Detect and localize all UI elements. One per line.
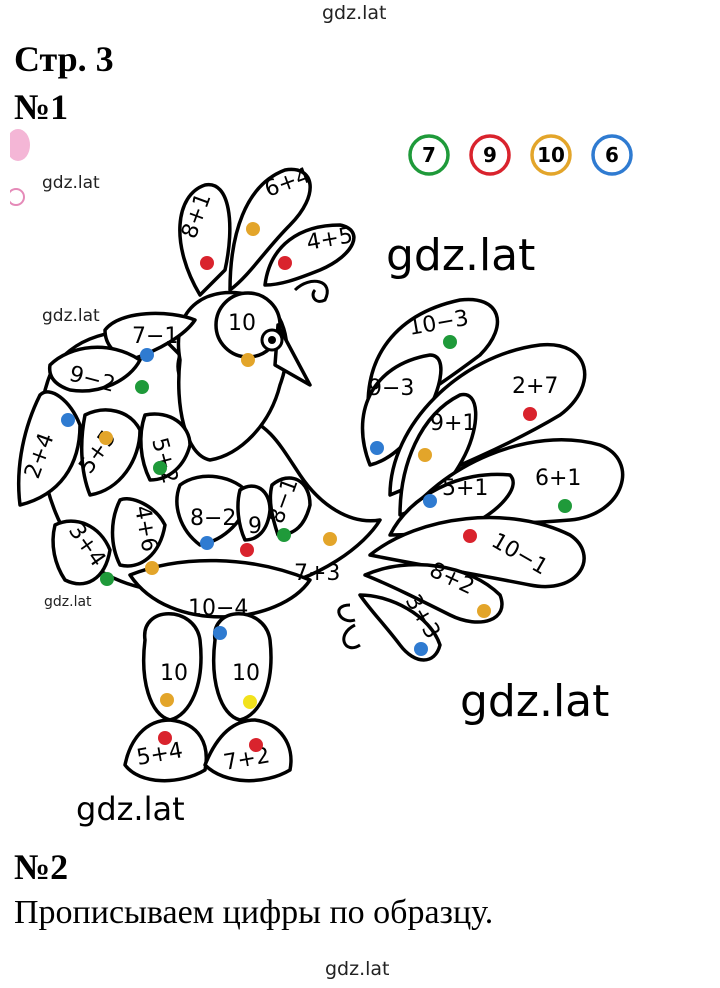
comb-left xyxy=(178,183,232,297)
color-dots xyxy=(61,222,572,752)
label-10-head: 10 xyxy=(228,311,256,336)
watermark-top: gdz.lat xyxy=(322,2,387,24)
dot-9minus3 xyxy=(370,441,384,455)
label-10-leg-left: 10 xyxy=(160,661,188,686)
tail-curl-1 xyxy=(337,603,356,623)
dot-3plus4 xyxy=(100,572,114,586)
legend-circle-10 xyxy=(530,134,572,176)
dot-7minus1 xyxy=(140,348,154,362)
dot-2plus7 xyxy=(523,407,537,421)
task2-number: №2 xyxy=(14,847,69,887)
label-7minus1: 7−1 xyxy=(132,324,178,349)
dot-10minus3 xyxy=(443,335,457,349)
label-7plus3: 7+3 xyxy=(294,561,340,586)
wing-feather-b xyxy=(139,412,192,482)
foot-right xyxy=(203,718,293,783)
wing-feather-d xyxy=(51,519,112,586)
inner-wing-2 xyxy=(236,484,272,542)
dot-10-head xyxy=(241,353,255,367)
label-5plus1: 5+1 xyxy=(442,476,488,501)
dot-5plus1 xyxy=(423,494,437,508)
dot-10-leg-left xyxy=(160,693,174,707)
comb-middle xyxy=(228,167,312,292)
label-10-leg-right: 10 xyxy=(232,661,260,686)
watermark-left-upper: gdz.lat xyxy=(42,173,100,193)
rooster-pupil xyxy=(268,336,276,344)
dot-10minus1 xyxy=(463,529,477,543)
dot-6plus4 xyxy=(246,222,260,236)
dot-10-leg-right xyxy=(243,695,257,709)
dot-4plus6 xyxy=(145,561,159,575)
dot-5plus4 xyxy=(158,731,172,745)
label-2plus7: 2+7 xyxy=(512,374,558,399)
pink-circle-decoration xyxy=(10,188,25,206)
label-6plus1: 6+1 xyxy=(535,466,581,491)
dot-3plus3 xyxy=(414,642,428,656)
dot-9plus1 xyxy=(418,448,432,462)
legend: 7 9 10 6 xyxy=(408,134,633,176)
comb-right xyxy=(263,223,356,287)
wing-mid xyxy=(47,345,142,393)
task2-instruction: Прописываем цифры по образцу. xyxy=(14,894,494,931)
dot-9-wing xyxy=(240,543,254,557)
inner-wing-1 xyxy=(175,474,252,547)
dot-9minus2 xyxy=(135,380,149,394)
wing-feather-c xyxy=(110,497,167,568)
legend-circle-7 xyxy=(408,134,450,176)
page-label: Стр. 3 xyxy=(14,39,114,79)
foot-left xyxy=(123,718,208,783)
dot-5plus2 xyxy=(153,461,167,475)
dot-2plus4 xyxy=(61,413,75,427)
leg-left xyxy=(142,612,203,722)
pink-blob-decoration xyxy=(10,129,30,161)
comb-curl xyxy=(293,279,329,303)
dot-8plus1 xyxy=(200,256,214,270)
label-9-wing: 9 xyxy=(248,514,262,539)
legend-value-7: 7 xyxy=(422,143,436,167)
dot-7plus2 xyxy=(249,738,263,752)
label-10minus4: 10−4 xyxy=(188,596,248,621)
wing-feather-a xyxy=(79,408,142,497)
leg-right xyxy=(212,612,273,722)
dot-7plus3 xyxy=(323,532,337,546)
label-9plus1: 9+1 xyxy=(430,411,476,436)
legend-value-6: 6 xyxy=(605,143,619,167)
legend-value-9: 9 xyxy=(483,143,497,167)
watermark-bottom: gdz.lat xyxy=(325,958,390,980)
dot-4plus5 xyxy=(278,256,292,270)
tail-feather-8 xyxy=(363,562,504,624)
tail-curl-2 xyxy=(342,623,361,649)
watermark-left-lower: gdz.lat xyxy=(44,594,92,610)
dot-8minus2 xyxy=(200,536,214,550)
inner-wing-3 xyxy=(268,476,312,537)
watermark-big-upper: gdz.lat xyxy=(380,230,542,281)
legend-value-10: 10 xyxy=(537,143,565,167)
dot-6plus1 xyxy=(558,499,572,513)
dot-10minus4 xyxy=(213,626,227,640)
watermark-big-lower: gdz.lat xyxy=(454,676,616,727)
legend-circle-6 xyxy=(591,134,633,176)
dot-5plus5 xyxy=(99,431,113,445)
belly-band xyxy=(128,558,312,619)
label-8minus2: 8−2 xyxy=(190,506,236,531)
watermark-bottom-left: gdz.lat xyxy=(72,790,189,828)
watermark-left-middle: gdz.lat xyxy=(42,306,100,326)
label-9minus3: 9−3 xyxy=(368,376,414,401)
dot-8plus2 xyxy=(477,604,491,618)
legend-circle-9 xyxy=(469,134,511,176)
rooster-coloring-figure: 7 9 10 6 6+4 8+1 4+5 10 xyxy=(10,129,633,783)
dot-8minus1 xyxy=(277,528,291,542)
task1-number: №1 xyxy=(14,87,69,127)
